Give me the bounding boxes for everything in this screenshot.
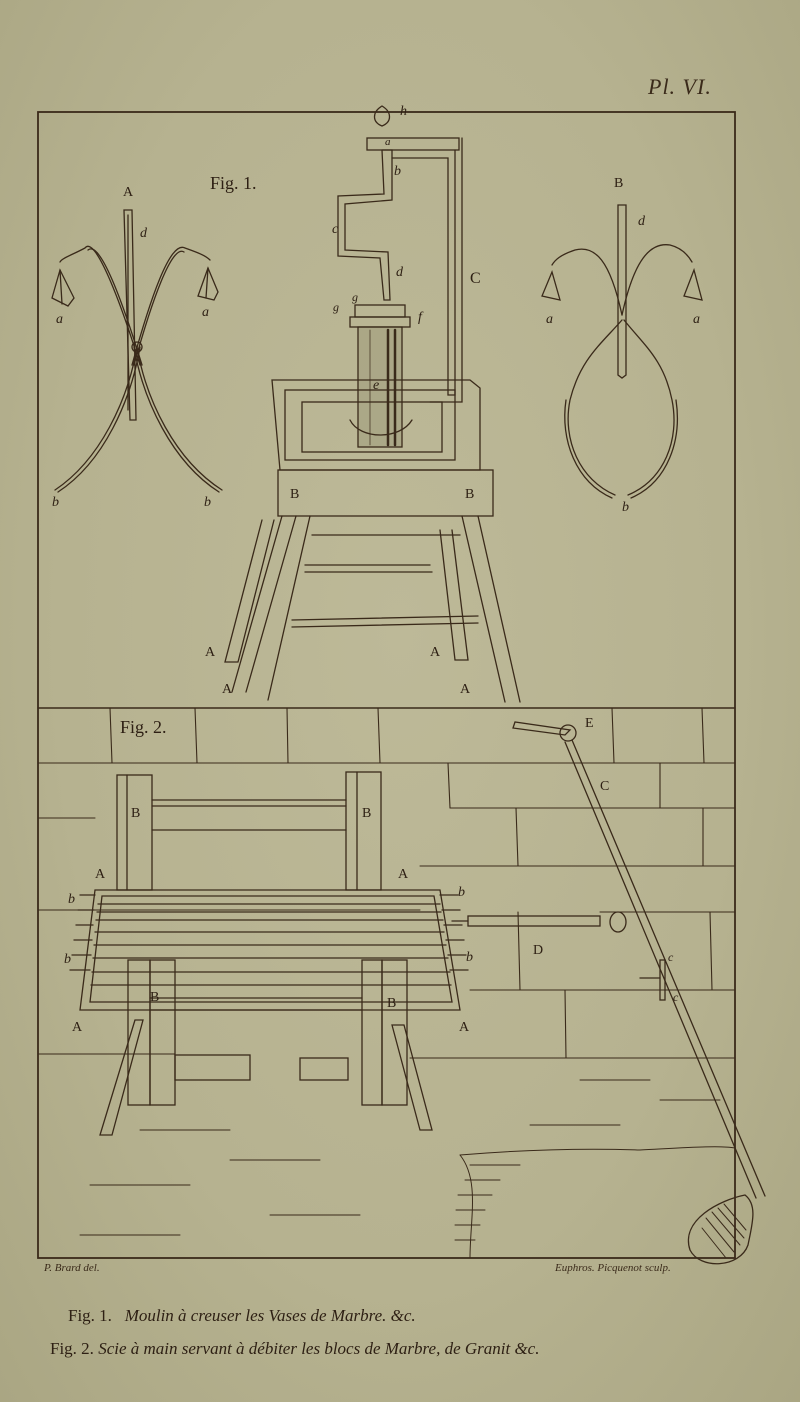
label-tool-b-d: d bbox=[638, 214, 645, 229]
label-saw-b-2: b bbox=[64, 952, 71, 967]
label-saw-b-3: b bbox=[458, 885, 465, 900]
label-machine-e: e bbox=[373, 378, 380, 393]
plate-frame bbox=[37, 111, 736, 1259]
label-saw-B-lower-right: B bbox=[387, 996, 397, 1011]
label-machine-B-left: B bbox=[290, 487, 300, 502]
caption-fig-1-label: Fig. 1. bbox=[68, 1306, 112, 1325]
label-handle-c-upper: c bbox=[668, 950, 674, 964]
label-tool-a: A bbox=[123, 185, 134, 200]
label-saw-A-upper-left: A bbox=[95, 867, 106, 882]
label-saw-A-lower-right: A bbox=[459, 1020, 470, 1035]
caption-fig-2-text: Scie à main servant à débiter les blocs … bbox=[98, 1339, 540, 1358]
figure-1-label: Fig. 1. bbox=[210, 173, 257, 193]
label-saw-A-lower-left: A bbox=[72, 1020, 83, 1035]
label-saw-B-lower-left: B bbox=[150, 990, 160, 1005]
lever-arm-icon bbox=[451, 721, 766, 1265]
caption-fig-1-text: Moulin à creuser les Vases de Marbre. &c… bbox=[124, 1306, 416, 1325]
label-machine-B-right: B bbox=[465, 487, 475, 502]
label-tool-b-a-right: a bbox=[693, 312, 700, 327]
credit-engraver: Euphros. Picquenot sculp. bbox=[555, 1262, 671, 1274]
tool-a-compass-icon bbox=[51, 209, 223, 493]
label-machine-h: h bbox=[400, 104, 407, 119]
label-machine-g-upper: g bbox=[352, 290, 358, 304]
label-tool-b: B bbox=[614, 176, 624, 191]
label-saw-b-4: b bbox=[466, 950, 473, 965]
label-machine-c: c bbox=[332, 222, 339, 237]
label-tool-a-d: d bbox=[140, 226, 147, 241]
label-machine-frame-C: C bbox=[470, 270, 481, 287]
stone-wall bbox=[37, 707, 736, 1059]
label-machine-A-1: A bbox=[205, 645, 216, 660]
label-tool-a-b-left: b bbox=[52, 495, 59, 510]
caption-fig-2-label: Fig. 2. bbox=[50, 1339, 94, 1358]
label-machine-g-lower: g bbox=[333, 300, 339, 314]
label-machine-A-3: A bbox=[430, 645, 441, 660]
plate-number: Pl. VI. bbox=[648, 74, 712, 99]
label-lever-E: E bbox=[585, 716, 594, 731]
caption-fig-2: Fig. 2. Scie à main servant à débiter le… bbox=[50, 1339, 539, 1359]
label-tool-a-b-right: b bbox=[204, 495, 211, 510]
label-machine-f: f bbox=[418, 310, 422, 325]
label-tool-b-a-left: a bbox=[546, 312, 553, 327]
label-handle-c-lower: c bbox=[673, 990, 679, 1004]
label-machine-b: b bbox=[394, 164, 401, 179]
caption-fig-1: Fig. 1. Moulin à creuser les Vases de Ma… bbox=[68, 1306, 416, 1326]
label-machine-A-4: A bbox=[460, 682, 471, 697]
credit-draftsman: P. Brard del. bbox=[44, 1262, 100, 1274]
label-tool-b-b: b bbox=[622, 500, 629, 515]
tool-b-calipers-icon bbox=[541, 204, 703, 499]
label-saw-B-upper-left: B bbox=[131, 806, 141, 821]
label-machine-a: a bbox=[385, 136, 391, 148]
label-saw-b-1: b bbox=[68, 892, 75, 907]
label-machine-d: d bbox=[396, 265, 403, 280]
figure-2-label: Fig. 2. bbox=[120, 717, 167, 737]
label-lever-C: C bbox=[600, 779, 610, 794]
label-tool-a-a-left: a bbox=[56, 312, 63, 327]
label-machine-A-2: A bbox=[222, 682, 233, 697]
label-saw-B-upper-right: B bbox=[362, 806, 372, 821]
label-tool-a-a-right: a bbox=[202, 305, 209, 320]
label-rod-D: D bbox=[533, 943, 544, 958]
label-saw-A-upper-right: A bbox=[398, 867, 409, 882]
ground-hatching bbox=[79, 1079, 736, 1259]
vase-boring-machine-icon bbox=[224, 105, 521, 703]
hand-saw-frame-icon bbox=[69, 771, 469, 1136]
